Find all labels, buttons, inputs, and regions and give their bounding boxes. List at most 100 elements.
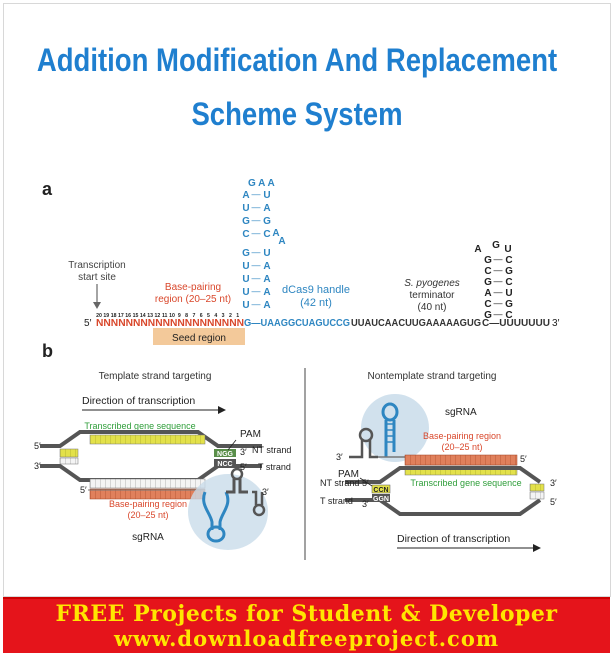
right-five-bottom: 5′	[550, 497, 557, 507]
hairpin-base-left: U	[242, 300, 249, 311]
seq-tail: C—UUUUUUU	[482, 318, 550, 329]
hairpin-base-left: C	[242, 229, 249, 240]
position-number: 8	[185, 313, 188, 319]
promo-banner: FREE Projects for Student & Developer ww…	[3, 597, 610, 653]
right-guide-five: 5′	[520, 454, 527, 464]
right-three-bottom: 3′	[362, 499, 369, 509]
right-direction-arrowhead	[533, 544, 541, 552]
term-bond: —	[494, 298, 503, 308]
left-ngg-text: NGG	[217, 451, 234, 458]
position-number: 19	[103, 313, 109, 319]
dcas9-hairpin: A—UU—AG—GC—CG—UU—AU—AU—AU—AAA	[242, 189, 286, 311]
page-title-line2: Scheme System	[191, 96, 403, 132]
right-sgrna-three: 3′	[336, 452, 343, 462]
left-nt-strand	[40, 430, 262, 448]
term-base-left: G	[484, 277, 492, 288]
left-pam-label: PAM	[240, 429, 261, 440]
right-three-top: 3′	[550, 478, 557, 488]
left-ncc-box	[214, 459, 236, 467]
hairpin-base-left: G	[242, 248, 250, 259]
position-number: 18	[111, 313, 117, 319]
position-number: 12	[155, 313, 161, 319]
position-number: 17	[118, 313, 124, 319]
hairpin-base-left: G	[242, 216, 250, 227]
dcas9-handle-label2: (42 nt)	[300, 297, 332, 309]
hairpin-base-left: U	[242, 274, 249, 285]
left-yel-small	[59, 448, 79, 458]
hairpin-base-right: U	[263, 190, 270, 201]
term-base-right: C	[505, 277, 512, 288]
term-bond: —	[494, 276, 503, 286]
hairpin-base-left: A	[242, 190, 249, 201]
left-gene-seq-label: Transcribed gene sequence	[84, 421, 195, 431]
term-loop-base: G	[492, 240, 500, 251]
position-number: 3	[222, 313, 225, 319]
hairpin-base-right: A	[263, 274, 270, 285]
position-number: 16	[125, 313, 131, 319]
transcription-start-line1: Transcription	[68, 260, 125, 271]
hairpin-bond: —	[252, 202, 261, 212]
position-number: 20	[96, 313, 102, 319]
base-pairing-line1: Base-pairing	[165, 282, 221, 293]
term-base-right: C	[505, 255, 512, 266]
left-term-stem	[226, 478, 248, 494]
left-three-bottom: 3′	[34, 461, 41, 471]
right-heading: Nontemplate strand targeting	[368, 371, 497, 382]
left-dcas9-cloud	[188, 474, 268, 550]
left-ngg-box	[214, 449, 236, 457]
position-number: 9	[178, 313, 181, 319]
term-base-left: A	[484, 288, 491, 299]
seed-region-label: Seed region	[172, 333, 226, 344]
hairpin-base-right: U	[263, 248, 270, 259]
right-guide-block	[404, 454, 518, 466]
hairpin-base-right: A	[263, 203, 270, 214]
right-bp-label2: (20–25 nt)	[441, 442, 482, 452]
right-five-top: 5′	[362, 478, 369, 488]
hairpin-base-right: G	[263, 216, 271, 227]
right-t-strand-label: T strand	[320, 496, 353, 506]
left-gene-block	[89, 434, 206, 445]
hairpin-bond: —	[252, 215, 261, 225]
right-sgrna-loop	[381, 402, 399, 422]
left-sgrna-three: 3′	[262, 487, 269, 497]
left-guide-five: 5′	[80, 485, 87, 495]
term-loop-base: A	[474, 244, 481, 255]
right-term-loop	[358, 427, 374, 443]
hairpin-bond: —	[252, 247, 261, 257]
right-nt-strand-label: NT strand	[320, 478, 359, 488]
hairpin-bond: —	[252, 299, 261, 309]
term-bond: —	[494, 265, 503, 275]
left-five-top: 5′	[34, 441, 41, 451]
diagram-canvas: a Seed region Transcription start site B…	[34, 178, 560, 560]
hairpin-base-right: A	[263, 287, 270, 298]
panel-a-label: a	[42, 179, 53, 199]
right-ggn-text: GGN	[373, 496, 389, 503]
term-loop-base: U	[504, 244, 511, 255]
terminator-label3: (40 nt)	[418, 302, 447, 313]
hairpin-bond: —	[252, 273, 261, 283]
left-t-strand-label: T strand	[258, 462, 291, 472]
hairpin-base-left: U	[242, 287, 249, 298]
dcas9-handle-label1: dCas9 handle	[282, 284, 350, 296]
right-yel-small	[529, 483, 545, 492]
left-heading: Template strand targeting	[99, 371, 212, 382]
banner-url[interactable]: www.downloadfreeproject.com	[113, 626, 500, 651]
hairpin-bulge-base: A	[272, 228, 279, 239]
term-base-right: G	[505, 266, 513, 277]
hairpin-bond: —	[252, 260, 261, 270]
base-pairing-line2: region (20–25 nt)	[155, 294, 231, 305]
left-sgrna-hairpin	[202, 491, 230, 530]
term-base-right: G	[505, 299, 513, 310]
right-term-stem	[349, 440, 378, 459]
position-number: 1	[236, 313, 239, 319]
term-bond: —	[494, 309, 503, 319]
left-t-block	[89, 478, 206, 489]
term-base-left: G	[484, 310, 492, 321]
position-number: 11	[162, 313, 168, 319]
right-sgrna-rungs	[386, 423, 394, 443]
left-bp-label2: (20–25 nt)	[127, 510, 168, 520]
left-term-loop	[230, 467, 244, 481]
position-number: 6	[200, 313, 203, 319]
banner-line1: FREE Projects for Student & Developer	[55, 601, 558, 627]
